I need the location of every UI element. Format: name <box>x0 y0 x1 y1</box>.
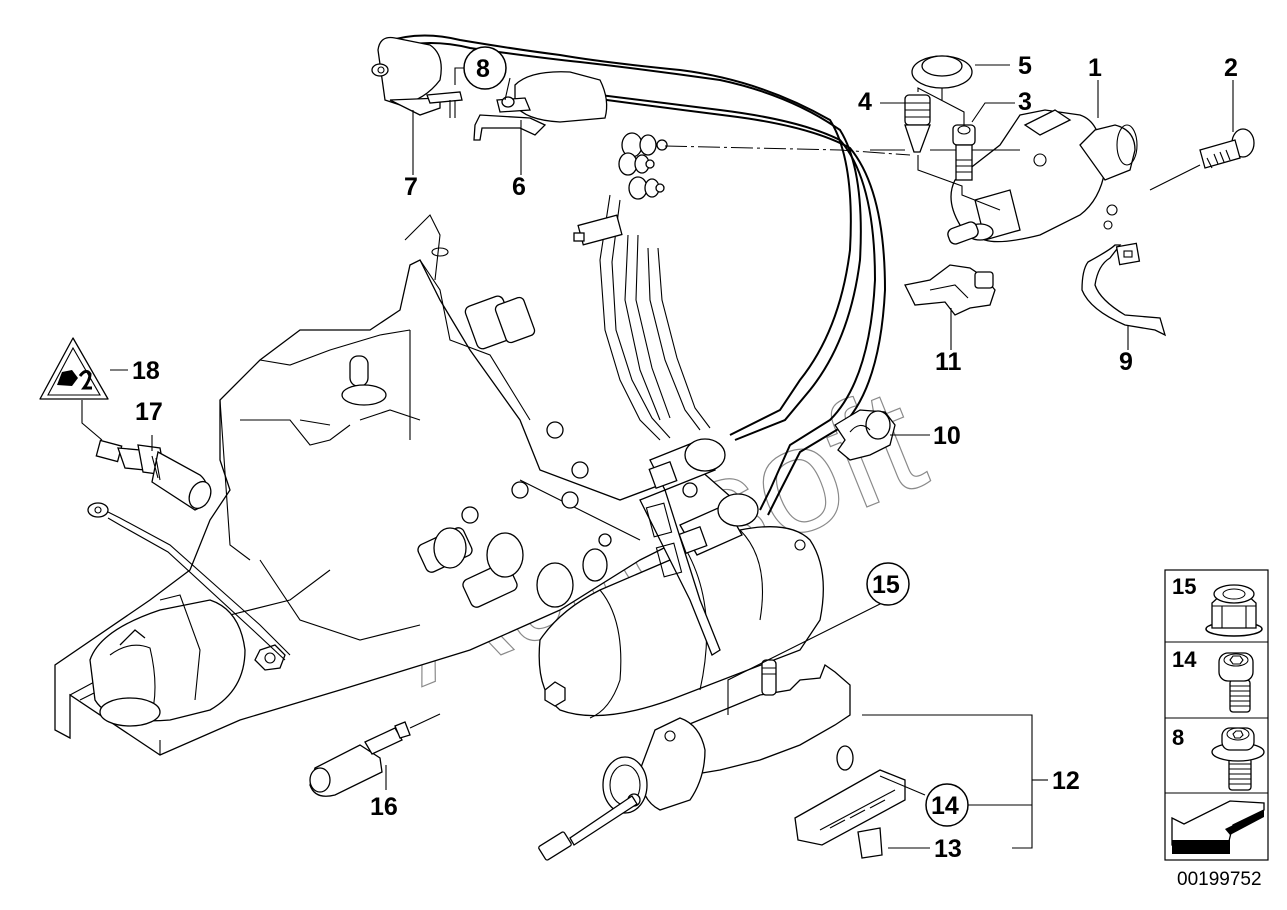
ground-cable[interactable] <box>87 502 291 661</box>
part-3-screw[interactable] <box>952 124 976 181</box>
callout-17[interactable]: 17 <box>135 398 163 426</box>
callout-1[interactable]: 1 <box>1088 54 1102 82</box>
part-13-bracket[interactable] <box>794 745 906 859</box>
accumulator-cylinder[interactable] <box>89 594 286 727</box>
socket-head-bolt-icon <box>1218 652 1254 713</box>
legend-label-8: 8 <box>1172 725 1184 750</box>
callout-circle <box>925 783 969 827</box>
part-2-bolt[interactable] <box>1149 128 1255 191</box>
legend-row-8[interactable]: 8 <box>1172 725 1265 791</box>
callout-circle <box>463 46 507 90</box>
part-12-slave-cylinder[interactable] <box>538 659 851 861</box>
fastener-legend: 15 14 8 <box>1164 569 1269 861</box>
part-10-clip[interactable] <box>834 409 896 461</box>
part-6-sensor[interactable] <box>473 71 608 141</box>
harness-connectors[interactable] <box>648 438 759 556</box>
callout-18[interactable]: 18 <box>132 357 160 385</box>
part-7-sensor[interactable] <box>371 36 463 119</box>
image-reference-number: 00199752 <box>1177 869 1262 890</box>
callout-10[interactable]: 10 <box>933 422 961 450</box>
callout-labels: 1 2 3 4 5 6 7 8 9 10 11 12 13 14 15 16 1… <box>132 46 1238 863</box>
callout-11[interactable]: 11 <box>935 348 962 376</box>
callout-15: 15 <box>872 571 900 599</box>
legend-label-15: 15 <box>1172 574 1196 599</box>
callout-5[interactable]: 5 <box>1018 52 1032 80</box>
callout-12[interactable]: 12 <box>1052 767 1080 795</box>
part-18-warning-label[interactable] <box>39 337 109 400</box>
legend-row-14[interactable]: 14 <box>1172 647 1254 713</box>
callout-4[interactable]: 4 <box>858 88 872 116</box>
callout-7[interactable]: 7 <box>404 173 418 201</box>
part-4-bleeder[interactable] <box>904 94 931 153</box>
direction-arrow-icon <box>1171 800 1265 854</box>
callout-2[interactable]: 2 <box>1224 54 1238 82</box>
part-5-cap[interactable] <box>911 55 973 89</box>
callout-14: 14 <box>931 792 959 820</box>
part-1-actuator[interactable] <box>946 109 1138 246</box>
solenoid-valves[interactable] <box>416 421 698 609</box>
callout-15-circle[interactable]: 15 <box>866 562 910 606</box>
callout-leaders <box>81 64 1234 849</box>
part-16-sensor[interactable] <box>309 713 441 797</box>
legend-row-arrow[interactable] <box>1171 800 1265 854</box>
nut-icon <box>1205 584 1263 637</box>
callout-8-circle[interactable]: 8 <box>463 46 507 90</box>
hydraulic-lines[interactable] <box>573 132 911 441</box>
legend-row-15[interactable]: 15 <box>1172 574 1263 637</box>
part-17-sensor[interactable] <box>95 439 215 511</box>
sensor-harness[interactable] <box>384 34 887 516</box>
callout-14-circle[interactable]: 14 <box>925 783 969 827</box>
flange-bolt-icon <box>1211 727 1265 791</box>
callout-16[interactable]: 16 <box>370 793 398 821</box>
callout-8: 8 <box>476 55 490 83</box>
pump-motor[interactable] <box>538 526 824 719</box>
callout-6[interactable]: 6 <box>512 173 526 201</box>
callout-3[interactable]: 3 <box>1018 88 1032 116</box>
callout-13[interactable]: 13 <box>934 835 962 863</box>
legend-label-14: 14 <box>1172 647 1197 672</box>
line-fittings <box>618 132 668 200</box>
callout-circle <box>866 562 910 606</box>
part-11-holder[interactable] <box>904 264 996 316</box>
callout-9[interactable]: 9 <box>1119 348 1133 376</box>
assembly-lines <box>870 87 1020 211</box>
part-9-cable-tie[interactable] <box>1081 242 1167 337</box>
